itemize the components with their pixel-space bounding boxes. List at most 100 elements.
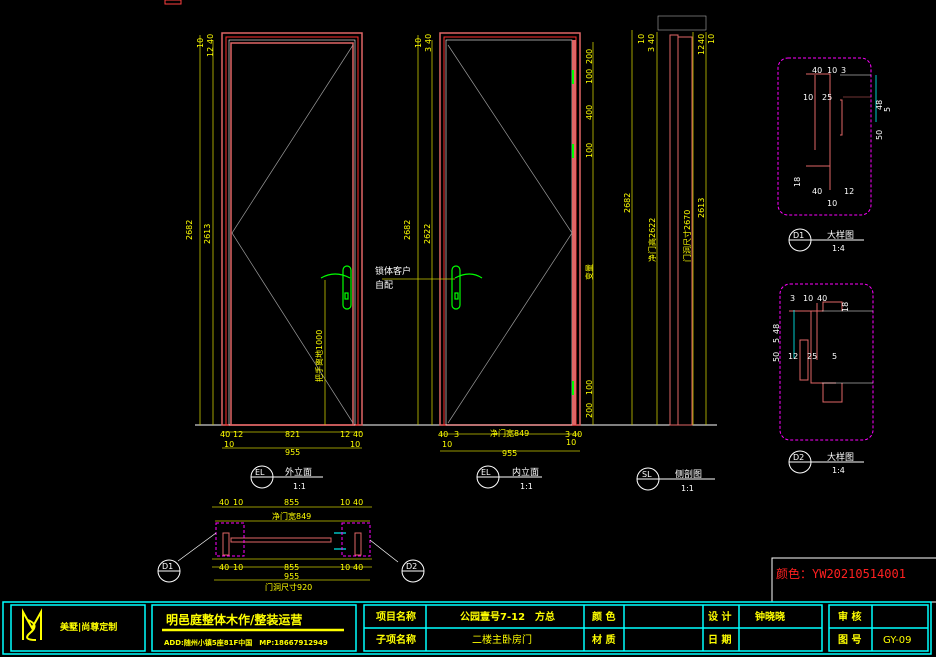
dim: 25 [807,352,817,361]
dim-width: 955 [284,572,299,581]
view-tag: D2 [793,453,804,462]
dim: 净门高2622 [647,218,657,262]
design-label: 设 计 [708,610,731,623]
dim: 48 [875,100,884,110]
dim: 40 [206,34,215,44]
dim: 10 [827,199,837,208]
dim: 12 [844,187,854,196]
dim: 10 [442,440,452,449]
hinge-dim: 100 [585,69,594,84]
dim: 10 [350,440,360,449]
dim: 3 [424,47,433,52]
view-scale: 1:4 [832,244,845,253]
company-name: 明邑庭整体木作/整装运营 [166,612,302,627]
dim-width: 955 [502,449,517,458]
hinge-dim: 200 [585,403,594,418]
dim: 50 [772,352,781,362]
dim-width: 955 [285,448,300,457]
dim: 门洞尺寸2670 [682,210,692,262]
dim: 10 [233,563,243,572]
view-tag: SL [642,470,652,479]
dim: 40 [438,430,448,439]
color-label: 颜 色 [592,610,615,623]
dim: 40 [812,66,822,75]
dim: 40 [353,498,363,507]
dim: 40 [572,430,582,439]
sub-item-value: 二楼主卧房门 [472,633,532,646]
dim: 5 [772,338,781,343]
hinge-dim: 100 [585,380,594,395]
hinge-dim: 100 [585,143,594,158]
dim: 10 [566,438,576,447]
dim: 3 [841,66,846,75]
door-handle [320,265,352,310]
view-tag: D1 [793,231,804,240]
review-label: 审 核 [838,610,861,623]
dim-height: 2682 [403,220,412,240]
view-title: 大样图 [827,229,854,241]
lock-note: 锁体客户 [375,265,411,277]
hinge-dim: 200 [585,49,594,64]
dim: 2682 [623,193,632,213]
drawing-no-label: 图 号 [838,634,861,646]
title-block [2,601,932,655]
dim: 12 [340,430,350,439]
dim: 10 [224,440,234,449]
dim: 3 [790,294,795,303]
dim-height: 2682 [185,220,194,240]
view-title: 侧剖图 [675,468,702,480]
hinge-label: 变量 [584,264,594,280]
lock-note: 自配 [375,279,393,291]
dim-clear-width: 净门宽849 [272,511,311,521]
view-scale: 1:1 [293,482,306,491]
dim: 3 [647,47,656,52]
logo-text: 美墅|尚尊定制 [60,621,117,633]
dim: 40 [424,34,433,44]
dim-opening: 门洞尺寸920 [265,582,312,592]
view-title: 大样图 [827,451,854,463]
detail-d2: 3 10 40 18 48 5 50 12 25 5 D2 大样图 1:4 [772,283,874,475]
dim: 3 [454,430,459,439]
dim: 855 [284,563,299,572]
view-title: 外立面 [285,466,312,478]
dim: 40 [219,498,229,507]
dim-clear-width: 净门宽849 [490,428,529,438]
dim: 40 [219,563,229,572]
exterior-elevation: 40 12 821 12 40 10 10 955 2682 2613 10 4… [185,32,363,491]
dim: 5 [883,107,892,112]
dim: 10 [827,66,837,75]
dim: 40 [647,34,656,44]
dim: 40 [817,294,827,303]
dim: 10 [803,294,813,303]
dim: 12 [788,352,798,361]
view-title: 内立面 [512,466,539,478]
dim: 2613 [697,198,706,218]
side-section: 2682 净门高2622 门洞尺寸2670 2613 10 40 3 40 12… [623,15,716,493]
dim-height: 2622 [423,224,432,244]
dim: 40 [353,563,363,572]
dim: 5 [832,352,837,361]
dim: 10 [233,498,243,507]
dim: 10 [340,563,350,572]
material-label: 材 质 [592,633,615,646]
dim: 12 [206,47,215,57]
project-value: 公园壹号7-12 方总 [460,610,555,623]
detail-callout-d2: D2 [406,562,417,571]
view-scale: 1:1 [520,482,533,491]
dim: 10 [340,498,350,507]
view-scale: 1:4 [832,466,845,475]
dim: 855 [284,498,299,507]
color-note: 颜色：YW20210514001 [776,566,906,581]
interior-elevation: 锁体客户 自配 40 3 净门宽849 3 40 10 10 955 2682 … [375,32,594,491]
handle-height-label: 把手离地1000 [314,330,324,382]
project-label: 项目名称 [376,610,416,623]
plan-view: 40 10 855 10 40 净门宽849 40 10 855 10 40 9… [157,498,425,592]
drawing-no-value: GY-09 [883,635,912,646]
dim: 40 [697,34,706,44]
dim: 18 [793,177,802,187]
dim: 40 [812,187,822,196]
sub-item-label: 子项名称 [376,633,416,646]
detail-d1: 40 10 3 10 25 48 5 50 18 40 12 10 D1 大样图… [777,57,892,253]
dim: 18 [841,302,850,312]
dim: 40 [220,430,230,439]
